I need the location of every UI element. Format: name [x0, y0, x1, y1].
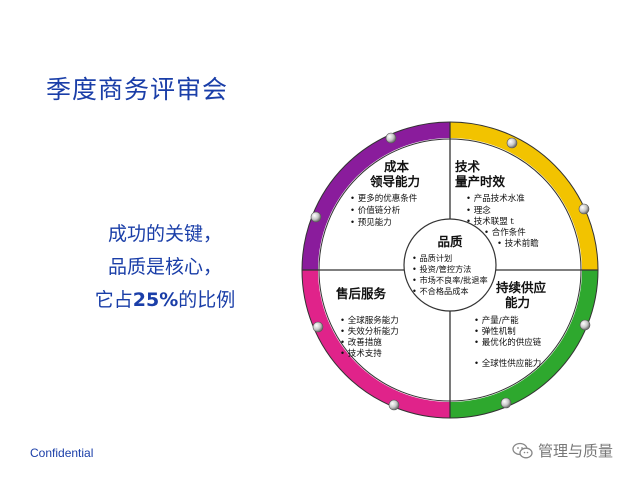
- quadrant-title-tech: 技术: [455, 159, 481, 174]
- brand-name: 管理与质量: [538, 442, 614, 460]
- quadrant-title-service: 售后服务: [336, 286, 387, 301]
- ring-ball: [310, 211, 322, 223]
- bullet-item: • 全球性供应能力: [474, 358, 541, 369]
- bullet-item: • 价值链分析: [350, 205, 401, 216]
- ring-ball: [388, 399, 400, 411]
- bullet-item: • 弹性机制: [474, 326, 516, 337]
- ring-segment-purple: [302, 122, 450, 270]
- ring-ball: [500, 397, 512, 409]
- bullet-item: • 预见能力: [350, 217, 392, 228]
- slogan-prefix: 它占: [94, 289, 133, 311]
- quadrant-title-supply: 持续供应: [496, 280, 547, 295]
- center-title: 品质: [437, 234, 463, 249]
- bullet-item: • 全球服务能力: [340, 315, 399, 326]
- ring-segment-yellow: [450, 122, 598, 270]
- slogan-line-3: 它占25%的比例: [60, 284, 270, 317]
- quadrant-title-cost: 成本: [384, 159, 410, 174]
- ring-ball: [579, 319, 591, 331]
- quadrant-title-tech: 量产时效: [455, 174, 506, 189]
- slogan-line-1: 成功的关键，: [107, 223, 222, 245]
- bullet-item: • 失效分析能力: [340, 326, 399, 337]
- bullet-item: • 技术支持: [340, 348, 382, 359]
- center-bullet-item: • 市场不良率/批退率: [412, 275, 488, 285]
- bullet-item: • 最优化的供应链: [474, 337, 542, 348]
- slogan-suffix: 的比例: [178, 289, 236, 311]
- ring-ball: [506, 137, 518, 149]
- bullet-item: • 产品技术水准: [466, 193, 525, 204]
- ring-ball: [385, 132, 397, 144]
- page-title: 季度商务评审会: [46, 75, 229, 104]
- bullet-item: • 技术联盟 t: [466, 216, 514, 227]
- bullet-item: • 产量/产能: [474, 315, 519, 326]
- center-bullet-item: • 不合格品成本: [412, 286, 469, 296]
- confidential-label: Confidential: [30, 446, 94, 460]
- quadrant-title-supply: 能力: [505, 295, 530, 310]
- quadrant-title-cost: 领导能力: [370, 174, 420, 189]
- bullet-item: • 技术前瞻: [497, 238, 539, 249]
- ring-ball: [578, 203, 590, 215]
- bullet-item: • 更多的优惠条件: [350, 193, 418, 204]
- slogan: 成功的关键， 品质是核心， 它占25%的比例: [60, 218, 270, 317]
- center-bullet-item: • 投资/管控方法: [412, 264, 471, 274]
- bullet-item: • 改善措施: [340, 337, 382, 348]
- brand-watermark: 管理与质量: [512, 440, 613, 461]
- ring-segment-pink: [302, 270, 450, 418]
- center-bullet-item: • 品质计划: [412, 253, 452, 263]
- center-circle: [403, 218, 497, 312]
- ring-segment-green: [450, 270, 598, 418]
- bullet-item: • 合作条件: [484, 227, 526, 238]
- ring-ball: [312, 321, 324, 333]
- bullet-item: • 理念: [466, 205, 491, 216]
- wechat-icon: [512, 442, 533, 458]
- slogan-line-2: 品质是核心，: [107, 256, 222, 278]
- slogan-percent: 25%: [132, 289, 179, 311]
